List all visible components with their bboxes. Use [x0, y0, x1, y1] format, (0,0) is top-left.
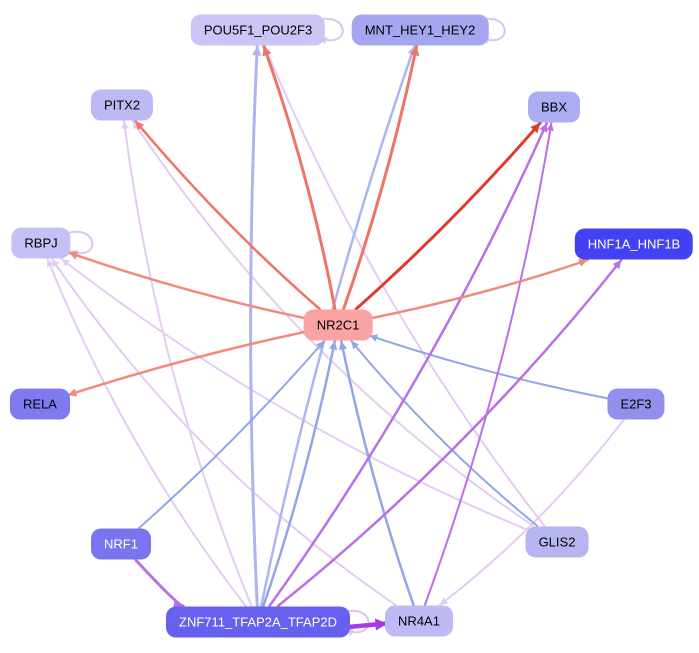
node-label: POU5F1_POU2F3	[203, 22, 313, 38]
node-GLIS2[interactable]: GLIS2	[525, 526, 589, 558]
node-label: ZNF711_TFAP2A_TFAP2D	[179, 614, 337, 630]
node-label: RBPJ	[24, 235, 58, 251]
arrowhead-E2F3-NR2C1	[369, 334, 378, 342]
arrowhead-NR4A1-BBX	[546, 123, 554, 132]
arrowhead-NR2C1-BBX	[530, 123, 541, 134]
node-label: NR2C1	[316, 317, 360, 333]
edge-NR2C1-PITX2	[134, 119, 321, 311]
edge-ZNF711_TFAP2A_TFAP2D-PITX2	[123, 120, 253, 607]
node-label: NRF1	[104, 536, 138, 552]
node-NR4A1[interactable]: NR4A1	[385, 605, 453, 637]
node-E2F3[interactable]: E2F3	[607, 388, 665, 420]
arrowhead-ZNF711_TFAP2A_TFAP2D-NR2C1	[328, 341, 338, 351]
arrowhead-ZNF711_TFAP2A_TFAP2D-PITX2	[121, 121, 129, 130]
arrowhead-NR2C1-PITX2	[135, 121, 145, 131]
node-RBPJ[interactable]: RBPJ	[11, 227, 71, 259]
edge-NR4A1-RBPJ	[50, 258, 397, 606]
node-label: MNT_HEY1_HEY2	[364, 22, 476, 38]
edge-ZNF711_TFAP2A_TFAP2D-ZNF711_TFAP2A_TFAP2D	[340, 609, 370, 634]
arrowhead-NR4A1-RBPJ	[51, 259, 60, 268]
arrowhead-ZNF711_TFAP2A_TFAP2D-POU5F1_POU2F3	[252, 46, 262, 56]
arrowhead-NR2C1-RBPJ	[68, 251, 79, 260]
arrowhead-GLIS2-PITX2	[132, 121, 141, 130]
node-POU5F1_POU2F3[interactable]: POU5F1_POU2F3	[190, 14, 326, 46]
edge-ZNF711_TFAP2A_TFAP2D-POU5F1_POU2F3	[249, 44, 259, 608]
arrowhead-NR2C1-POU5F1_POU2F3	[262, 46, 272, 57]
edge-GLIS2-NR2C1	[350, 340, 539, 527]
node-HNF1A_HNF1B[interactable]: HNF1A_HNF1B	[574, 228, 694, 260]
edge-E2F3-NR2C1	[368, 334, 610, 400]
edge-NRF1-NR2C1	[138, 340, 326, 529]
arrowhead-NR2C1-MNT_HEY1_HEY2	[410, 46, 420, 57]
arrowhead-E2F3-NR4A1	[439, 597, 449, 605]
arrowhead-NRF1-NR2C1	[316, 341, 325, 350]
node-label: E2F3	[620, 396, 652, 412]
node-label: BBX	[540, 99, 568, 115]
edge-NR2C1-POU5F1_POU2F3	[262, 44, 337, 311]
arrowhead-ZNF711_TFAP2A_TFAP2D-HNF1A_HNF1B	[612, 260, 622, 270]
edge-ZNF711_TFAP2A_TFAP2D-BBX	[268, 121, 549, 608]
node-label: GLIS2	[538, 534, 576, 550]
edge-ZNF711_TFAP2A_TFAP2D-HNF1A_HNF1B	[276, 258, 623, 608]
arrowhead-ZNF711_TFAP2A_TFAP2D-NR4A1	[374, 618, 388, 631]
node-BBX[interactable]: BBX	[527, 91, 581, 123]
edge-POU5F1_POU2F3-POU5F1_POU2F3	[314, 17, 344, 42]
edge-RBPJ-RBPJ	[63, 230, 94, 255]
arrowhead-GLIS2-RBPJ	[61, 259, 71, 267]
edge-GLIS2-POU5F1_POU2F3	[263, 45, 546, 527]
arrowhead-ZNF711_TFAP2A_TFAP2D-BBX	[539, 123, 548, 133]
arrowhead-NR2C1-RELA	[67, 388, 78, 397]
edge-NR2C1-MNT_HEY1_HEY2	[342, 44, 419, 311]
edge-ZNF711_TFAP2A_TFAP2D-RBPJ	[46, 258, 247, 607]
edge-NR4A1-BBX	[423, 122, 553, 606]
edge-ZNF711_TFAP2A_TFAP2D-NR2C1	[262, 339, 337, 608]
edge-NR2C1-RBPJ	[67, 251, 308, 320]
node-PITX2[interactable]: PITX2	[90, 89, 154, 121]
arrowhead-NRF1-ZNF711_TFAP2A_TFAP2D	[172, 599, 184, 609]
arrowhead-NR2C1-HNF1A_HNF1B	[578, 258, 588, 267]
arrowhead-ZNF711_TFAP2A_TFAP2D-RBPJ	[46, 259, 54, 268]
edge-NR2C1-RELA	[66, 330, 308, 397]
node-label: HNF1A_HNF1B	[587, 236, 681, 252]
node-label: PITX2	[103, 97, 141, 113]
node-MNT_HEY1_HEY2[interactable]: MNT_HEY1_HEY2	[351, 14, 489, 46]
edge-GLIS2-PITX2	[131, 120, 535, 527]
node-RELA[interactable]: RELA	[10, 388, 70, 420]
node-label: NR4A1	[398, 613, 440, 629]
edge-NR2C1-HNF1A_HNF1B	[368, 258, 589, 320]
node-label: RELA	[23, 396, 57, 412]
edge-E2F3-NR4A1	[438, 419, 625, 606]
node-NR2C1[interactable]: NR2C1	[303, 309, 373, 341]
edge-NR4A1-NR2C1	[340, 339, 415, 607]
arrowhead-NR4A1-NR2C1	[338, 341, 348, 351]
edge-NR2C1-BBX	[354, 121, 542, 311]
node-NRF1[interactable]: NRF1	[91, 528, 151, 560]
node-ZNF711_TFAP2A_TFAP2D[interactable]: ZNF711_TFAP2A_TFAP2D	[166, 606, 350, 638]
arrowhead-GLIS2-NR2C1	[351, 341, 360, 350]
edge-GLIS2-RBPJ	[60, 258, 527, 530]
edge-NRF1-ZNF711_TFAP2A_TFAP2D	[134, 558, 185, 608]
